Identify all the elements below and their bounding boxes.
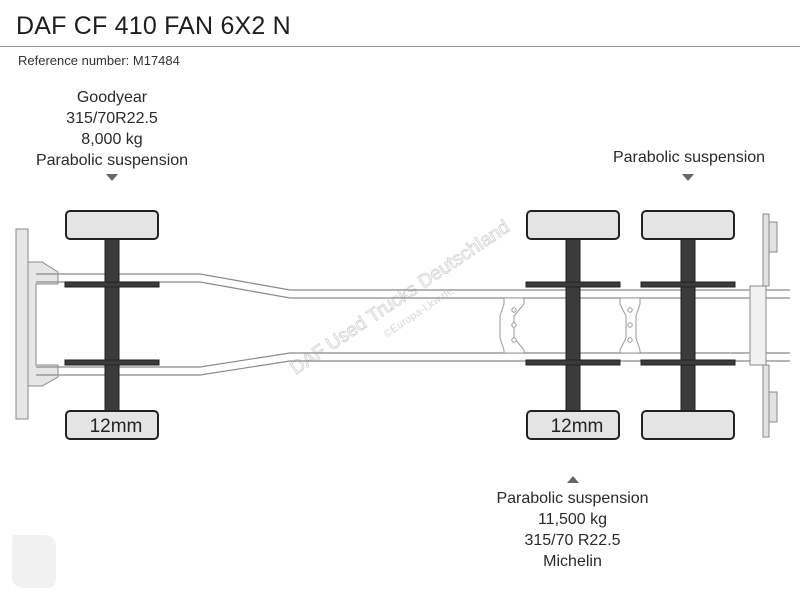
front-suspension: Parabolic suspension [35,152,189,169]
reference-number: Reference number: M17484 [18,53,180,68]
front-axle-info: Goodyear 315/70R22.5 8,000 kg Parabolic … [12,87,212,171]
tail-light-top [762,213,778,287]
rear-tire-2-bottom [641,410,735,440]
rear-bottom-pointer-icon [567,476,579,483]
rear-tire-2-top [641,210,735,240]
rear-top-pointer-icon [682,174,694,181]
front-axle-capacity: 8,000 kg [81,131,143,148]
rear-crossmember [749,285,767,366]
front-bumper [15,228,59,420]
watermark: DAF Used Trucks Deutschland ©Europa-Lkw.… [286,216,514,379]
rear-axle-1: 12mm [525,210,621,440]
rear-tire-brand: Michelin [543,553,602,570]
rear-axle-capacity: 11,500 kg [537,511,608,528]
rear-top-info: Parabolic suspension [589,147,789,168]
rear-tire-1-top [526,210,620,240]
logo-icon [12,535,56,588]
front-tire-brand: Goodyear [76,89,148,106]
front-pointer-icon [106,174,118,181]
rear-tread-depth: 12mm [551,416,604,437]
front-tire-top [65,210,159,240]
front-axle: 12mm [64,210,160,440]
rear-axle-2 [640,210,736,440]
rear-suspension: Parabolic suspension [496,490,649,507]
title-divider [0,46,800,47]
rear-tire-size: 315/70 R22.5 [524,532,621,549]
tail-light-bottom [762,364,778,438]
bogie-bracket-right [619,297,641,354]
front-tread-depth: 12mm [90,416,143,437]
front-tire-size: 315/70R22.5 [66,110,158,127]
rear-tire-1-bottom [526,410,620,440]
front-tire-bottom [65,410,159,440]
rear-axle-info: Parabolic suspension 11,500 kg 315/70 R2… [460,488,685,572]
rear-top-suspension: Parabolic suspension [612,149,766,166]
bogie-bracket-left [499,297,525,354]
page-title: DAF CF 410 FAN 6X2 N [16,12,291,40]
